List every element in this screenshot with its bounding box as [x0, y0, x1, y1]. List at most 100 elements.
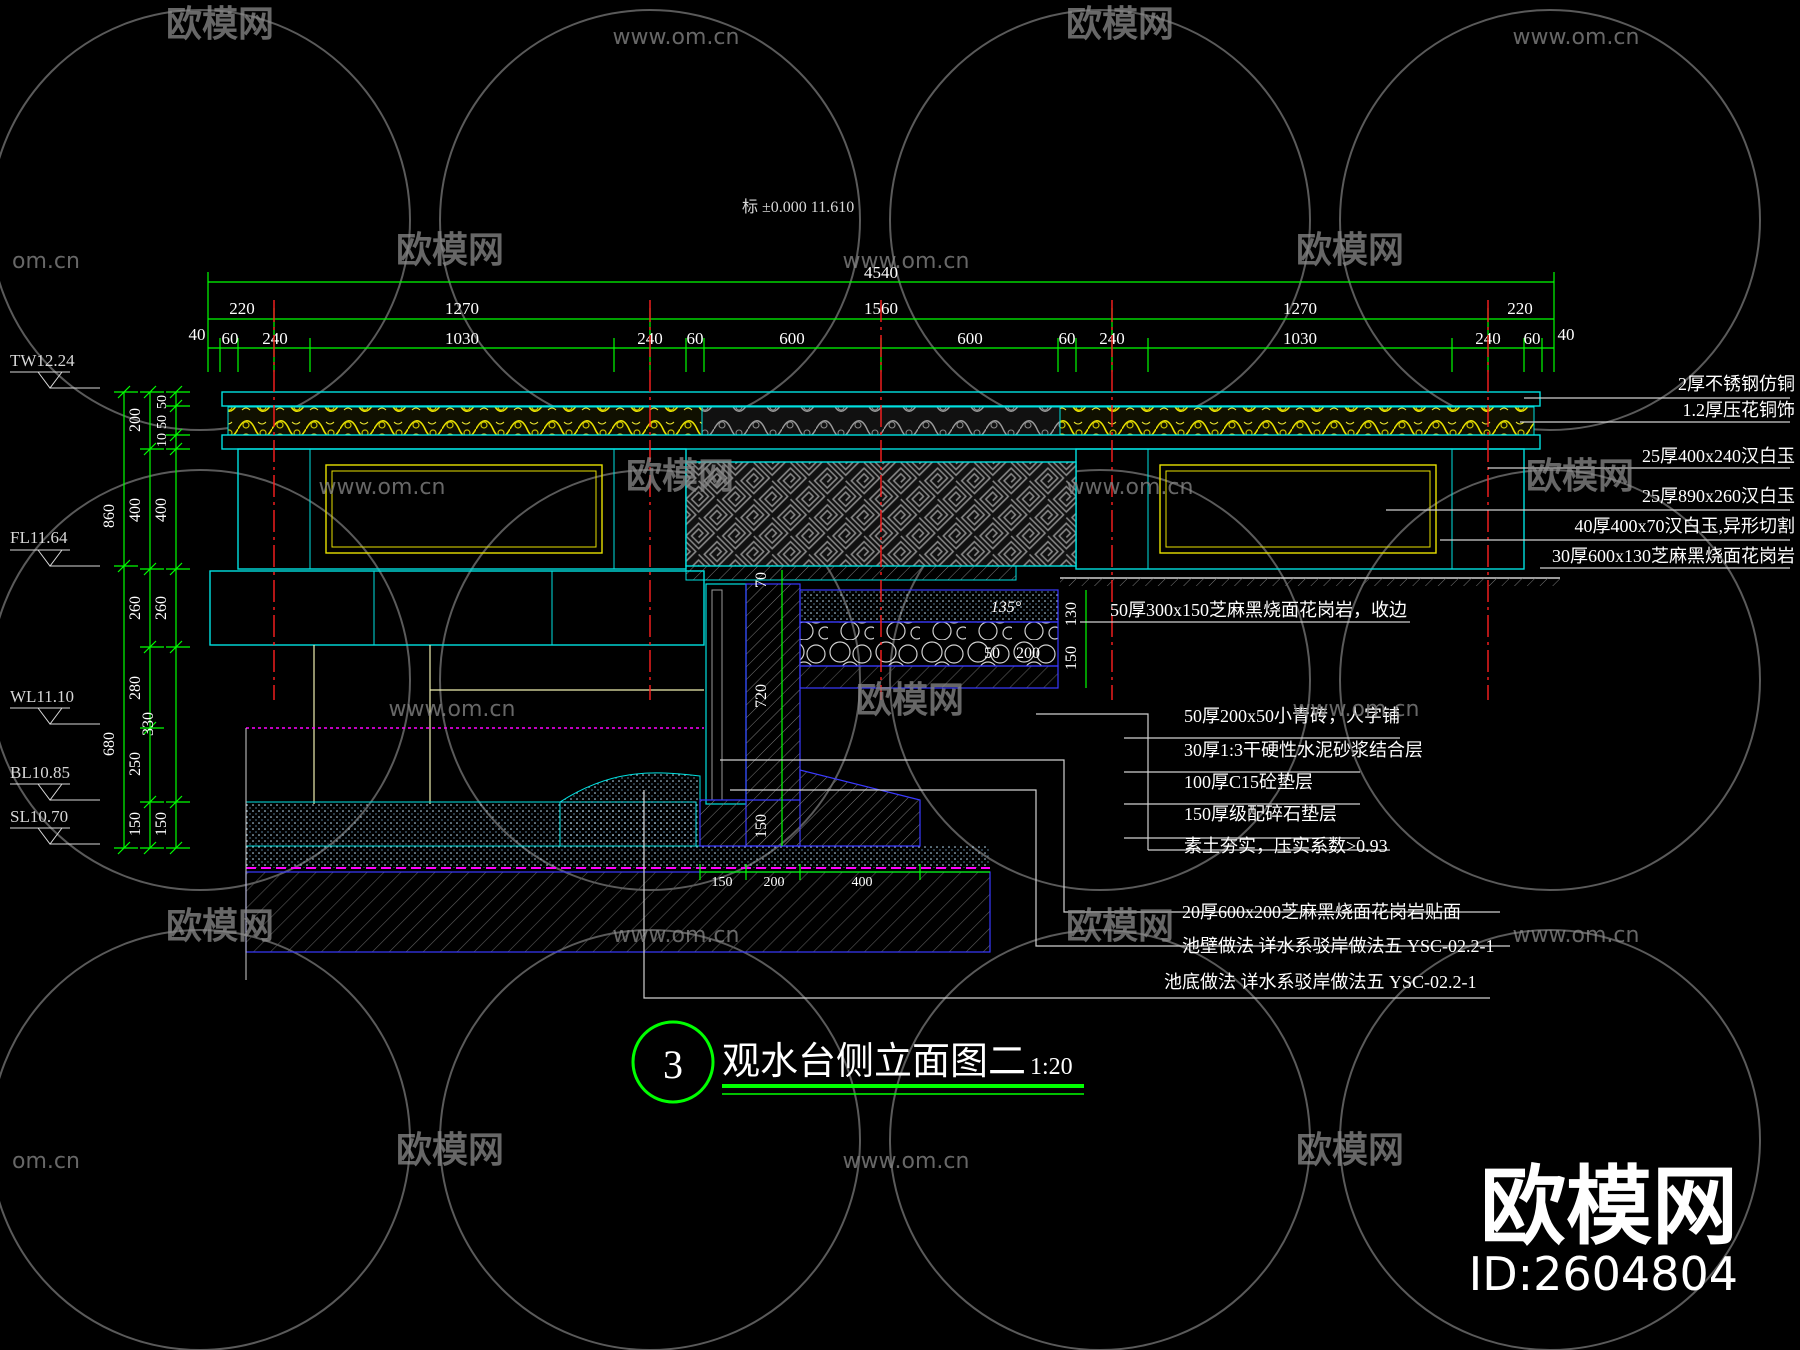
watermark-url: www.om.cn	[843, 1149, 970, 1174]
svg-text:40: 40	[189, 325, 206, 344]
svg-text:60: 60	[1059, 329, 1076, 348]
level-markers: TW12.24 FL11.64 WL11.10 BL10.85 SL10.70	[10, 351, 100, 845]
watermark-brand: 欧模网	[166, 906, 274, 947]
svg-text:TW12.24: TW12.24	[10, 351, 75, 370]
svg-text:50厚200x50小青砖，人字铺: 50厚200x50小青砖，人字铺	[1184, 706, 1400, 726]
watermark-url: www.om.cn	[613, 25, 740, 50]
svg-text:WL11.10: WL11.10	[10, 687, 74, 706]
leader-lines	[643, 397, 1790, 999]
svg-text:1030: 1030	[1283, 329, 1317, 348]
watermark-brand: 欧模网	[626, 456, 734, 497]
svg-text:2厚不锈钢仿铜: 2厚不锈钢仿铜	[1678, 374, 1795, 394]
material-notes-lower: 50厚300x150芝麻黑烧面花岗岩，收边 50厚200x50小青砖，人字铺 3…	[1110, 600, 1495, 992]
svg-text:1:20: 1:20	[1030, 1054, 1073, 1080]
svg-text:260: 260	[153, 596, 170, 620]
svg-text:FL11.64: FL11.64	[10, 528, 68, 547]
svg-text:720: 720	[753, 684, 770, 708]
svg-text:50厚300x150芝麻黑烧面花岗岩，收边: 50厚300x150芝麻黑烧面花岗岩，收边	[1110, 600, 1407, 620]
svg-text:135°: 135°	[991, 599, 1022, 616]
watermark-ring	[1339, 9, 1761, 431]
svg-text:60: 60	[222, 329, 239, 348]
svg-text:220: 220	[1507, 299, 1533, 318]
svg-text:400: 400	[852, 875, 873, 890]
svg-text:150: 150	[127, 812, 144, 836]
svg-text:50: 50	[984, 645, 1000, 662]
watermark-ring	[0, 469, 411, 891]
svg-text:330: 330	[140, 712, 157, 736]
svg-text:860: 860	[101, 504, 118, 528]
watermark-url: www.om.cn	[1293, 697, 1420, 722]
svg-text:200: 200	[764, 875, 785, 890]
svg-text:1270: 1270	[1283, 299, 1317, 318]
watermark-ring	[0, 929, 411, 1350]
svg-text:680: 680	[101, 732, 118, 756]
svg-text:ID:2604804: ID:2604804	[1469, 1247, 1738, 1301]
watermark-ring	[1339, 929, 1761, 1350]
svg-text:100厚C15砼垫层: 100厚C15砼垫层	[1184, 772, 1313, 792]
section-dimension-lines	[699, 570, 1087, 880]
svg-text:260: 260	[127, 596, 144, 620]
watermark-url: www.om.cn	[1067, 475, 1194, 500]
partial-elevation-text: 标 ±0.000 11.610	[742, 198, 854, 216]
watermark-url: www.om.cn	[1513, 923, 1640, 948]
svg-text:200: 200	[1016, 645, 1040, 662]
watermark-url: www.om.cn	[389, 697, 516, 722]
svg-text:3: 3	[663, 1042, 683, 1087]
svg-text:40: 40	[1558, 325, 1575, 344]
watermark-ring	[889, 929, 1311, 1350]
svg-text:池底做法 详水系驳岸做法五 YSC-02.2-1: 池底做法 详水系驳岸做法五 YSC-02.2-1	[1164, 972, 1477, 992]
svg-text:220: 220	[229, 299, 255, 318]
watermark-brand: 欧模网	[1526, 456, 1634, 497]
watermark-url-short: om.cn	[12, 249, 80, 274]
watermark-brand: 欧模网	[1296, 230, 1404, 271]
watermark-brand: 欧模网	[396, 1130, 504, 1171]
svg-text:25厚400x240汉白玉: 25厚400x240汉白玉	[1642, 446, 1795, 466]
svg-text:4540: 4540	[864, 263, 898, 282]
level-tw: TW12.24	[10, 351, 100, 389]
svg-text:150: 150	[753, 814, 770, 838]
watermark-ring	[889, 9, 1311, 431]
svg-text:400: 400	[153, 498, 170, 522]
watermark-brand: 欧模网	[1066, 906, 1174, 947]
svg-text:1270: 1270	[445, 299, 479, 318]
watermark-ring	[0, 9, 411, 431]
watermark-url: www.om.cn	[1513, 25, 1640, 50]
watermark-brand: 欧模网	[856, 680, 964, 721]
platform-elevation	[209, 300, 1560, 980]
svg-text:240: 240	[262, 329, 288, 348]
svg-text:150: 150	[153, 812, 170, 836]
svg-text:20厚600x200芝麻黑烧面花岗岩贴面: 20厚600x200芝麻黑烧面花岗岩贴面	[1182, 902, 1461, 922]
svg-text:观水台侧立面图二: 观水台侧立面图二	[722, 1039, 1026, 1083]
svg-text:60: 60	[1524, 329, 1541, 348]
svg-text:200: 200	[127, 408, 144, 432]
svg-text:1030: 1030	[445, 329, 479, 348]
svg-text:600: 600	[779, 329, 805, 348]
drawing-title: 3 观水台侧立面图二 1:20	[631, 1020, 1084, 1104]
section-dimension-text: 70 720 150 130 150 135° 50 200 150 200 4…	[712, 572, 1081, 890]
svg-text:130: 130	[1063, 602, 1080, 626]
svg-text:280: 280	[127, 676, 144, 700]
level-bl: BL10.85	[10, 763, 100, 801]
svg-text:600: 600	[957, 329, 983, 348]
svg-text:BL10.85: BL10.85	[10, 763, 70, 782]
watermark-url: www.om.cn	[613, 923, 740, 948]
svg-text:250: 250	[127, 752, 144, 776]
svg-text:1.2厚压花铜饰: 1.2厚压花铜饰	[1683, 400, 1796, 420]
left-dimensions	[114, 385, 190, 855]
left-dimension-text: 860 680 200 400 260 280 250 150 50 50 10…	[101, 395, 170, 836]
watermark-brand: 欧模网	[1296, 1130, 1404, 1171]
svg-text:40厚400x70汉白玉,异形切割: 40厚400x70汉白玉,异形切割	[1575, 516, 1796, 536]
svg-text:30厚1:3干硬性水泥砂浆结合层: 30厚1:3干硬性水泥砂浆结合层	[1184, 740, 1423, 760]
watermark-url: www.om.cn	[843, 249, 970, 274]
svg-text:25厚890x260汉白玉: 25厚890x260汉白玉	[1642, 486, 1795, 506]
watermark-url: www.om.cn	[319, 475, 446, 500]
watermark-ring	[1339, 469, 1761, 891]
svg-text:池壁做法 详水系驳岸做法五 YSC-02.2-1: 池壁做法 详水系驳岸做法五 YSC-02.2-1	[1182, 936, 1495, 956]
svg-text:SL10.70: SL10.70	[10, 807, 68, 826]
svg-text:400: 400	[127, 498, 144, 522]
svg-text:10: 10	[155, 433, 170, 447]
svg-text:150: 150	[712, 875, 733, 890]
svg-text:150厚级配碎石垫层: 150厚级配碎石垫层	[1184, 804, 1337, 824]
watermark-brand: 欧模网	[166, 4, 274, 45]
